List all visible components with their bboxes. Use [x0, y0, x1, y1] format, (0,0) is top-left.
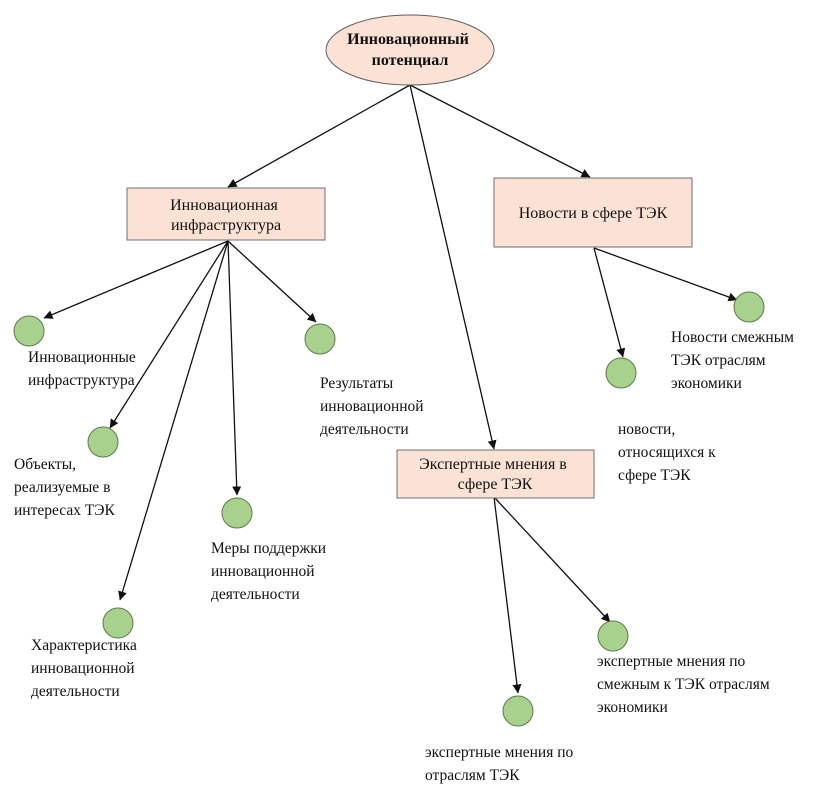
- edge-news-to-leaf-1: [593, 247, 626, 358]
- root-label: Инновационный потенциал: [347, 31, 473, 69]
- expert-label: Экспертные мнения в сфере ТЭК: [419, 456, 571, 493]
- expert-node: Экспертные мнения в сфере ТЭК: [396, 449, 595, 499]
- infrastructure-label: Инновационная инфраструктура: [170, 197, 282, 234]
- infrastructure-leaf-3: Характеристика инновационной деятельност…: [31, 607, 141, 700]
- news-node: Новости в сфере ТЭК: [493, 177, 693, 248]
- news-label: Новости в сфере ТЭК: [519, 205, 668, 222]
- infrastructure-leaf-2: Объекты, реализуемые в интересах ТЭК: [14, 426, 119, 519]
- infrastructure-leaf-5: Результаты инновационной деятельности: [304, 323, 427, 438]
- expert-leaf-2: экспертные мнения по смежным к ТЭК отрас…: [597, 620, 774, 716]
- leaf-label: экспертные мнения по отраслям ТЭК: [425, 744, 577, 784]
- leaf-circle: [733, 291, 765, 323]
- leaf-circle: [102, 607, 134, 639]
- infrastructure-node: Инновационная инфраструктура: [126, 187, 326, 241]
- leaf-label: новости, относящихся к сфере ТЭК: [618, 421, 720, 484]
- edge-root-to-expert: [409, 84, 497, 450]
- leaf-label: Объекты, реализуемые в интересах ТЭК: [14, 456, 116, 519]
- infrastructure-leaf-1: Инновационные инфраструктура: [13, 315, 140, 389]
- edge-news-to-leaf-2: [593, 247, 738, 302]
- leaf-circle: [605, 357, 637, 389]
- leaf-label: Новости смежным ТЭК отраслям экономики: [671, 329, 798, 392]
- leaf-label: экспертные мнения по смежным к ТЭК отрас…: [597, 653, 774, 716]
- edge-root-to-news: [409, 84, 591, 178]
- expert-leaf-1: экспертные мнения по отраслям ТЭК: [425, 695, 577, 784]
- infrastructure-leaf-4: Меры поддержки инновационной деятельност…: [211, 497, 330, 603]
- edge-infrastructure-to-leaf-2: [109, 240, 229, 429]
- edge-infrastructure-to-leaf-3: [118, 240, 229, 601]
- leaf-circle: [221, 497, 253, 529]
- leaf-label: Результаты инновационной деятельности: [320, 375, 427, 438]
- leaf-circle: [87, 426, 119, 458]
- leaf-circle: [304, 323, 336, 355]
- leaf-label: Характеристика инновационной деятельност…: [31, 637, 141, 700]
- leaf-label: Инновационные инфраструктура: [28, 349, 140, 389]
- leaf-circle: [597, 620, 629, 652]
- leaf-label: Меры поддержки инновационной деятельност…: [211, 540, 330, 603]
- edge-root-to-infrastructure: [227, 84, 411, 188]
- root-node: Инновационный потенциал: [325, 14, 495, 86]
- news-leaf-2: Новости смежным ТЭК отраслям экономики: [671, 291, 798, 392]
- edge-expert-to-leaf-2: [493, 496, 611, 623]
- edge-expert-to-leaf-1: [493, 496, 522, 694]
- edge-infrastructure-to-leaf-1: [43, 240, 229, 319]
- edge-infrastructure-to-leaf-5: [227, 240, 317, 323]
- edge-infrastructure-to-leaf-4: [227, 240, 242, 496]
- news-leaf-1: новости, относящихся к сфере ТЭК: [605, 357, 720, 484]
- leaf-circle: [13, 315, 45, 347]
- leaf-circle: [502, 695, 534, 727]
